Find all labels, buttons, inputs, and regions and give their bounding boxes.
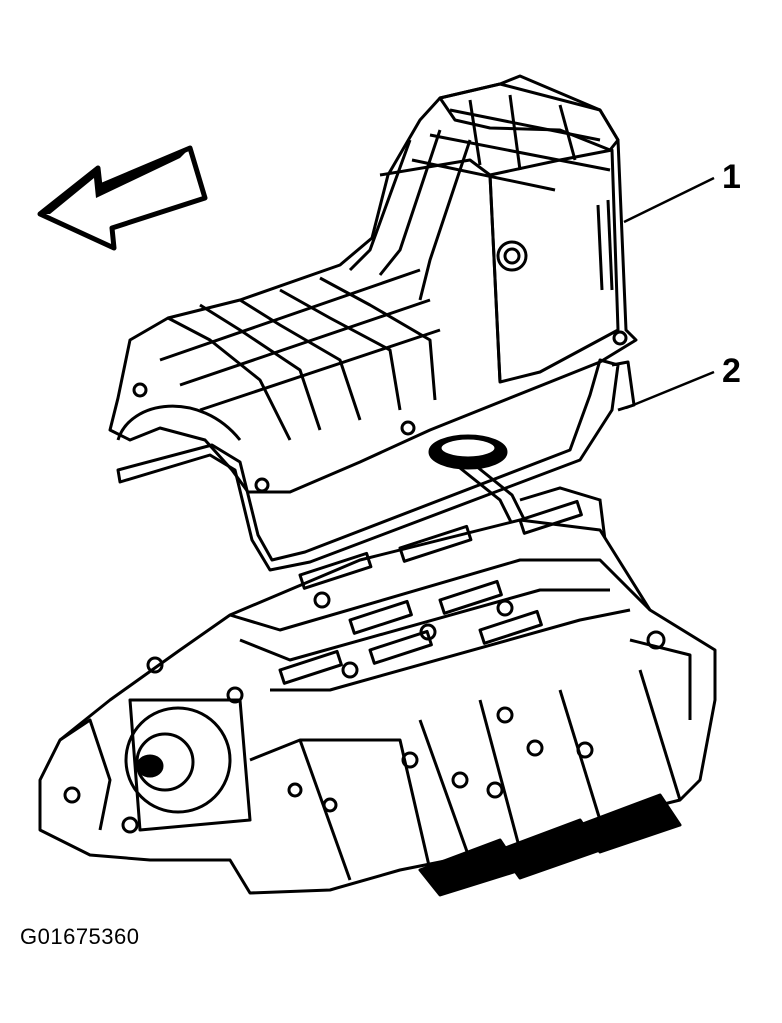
figure-code: G01675360 (20, 924, 140, 949)
oil-pan (108, 74, 638, 494)
callout-2: 2 (722, 352, 741, 390)
leader-line-1 (623, 176, 715, 224)
callout-1: 1 (722, 158, 741, 196)
engine-block (38, 499, 717, 897)
front-direction-arrow-icon (37, 145, 208, 251)
leader-line-2 (625, 370, 715, 410)
leader-lines (623, 176, 715, 410)
